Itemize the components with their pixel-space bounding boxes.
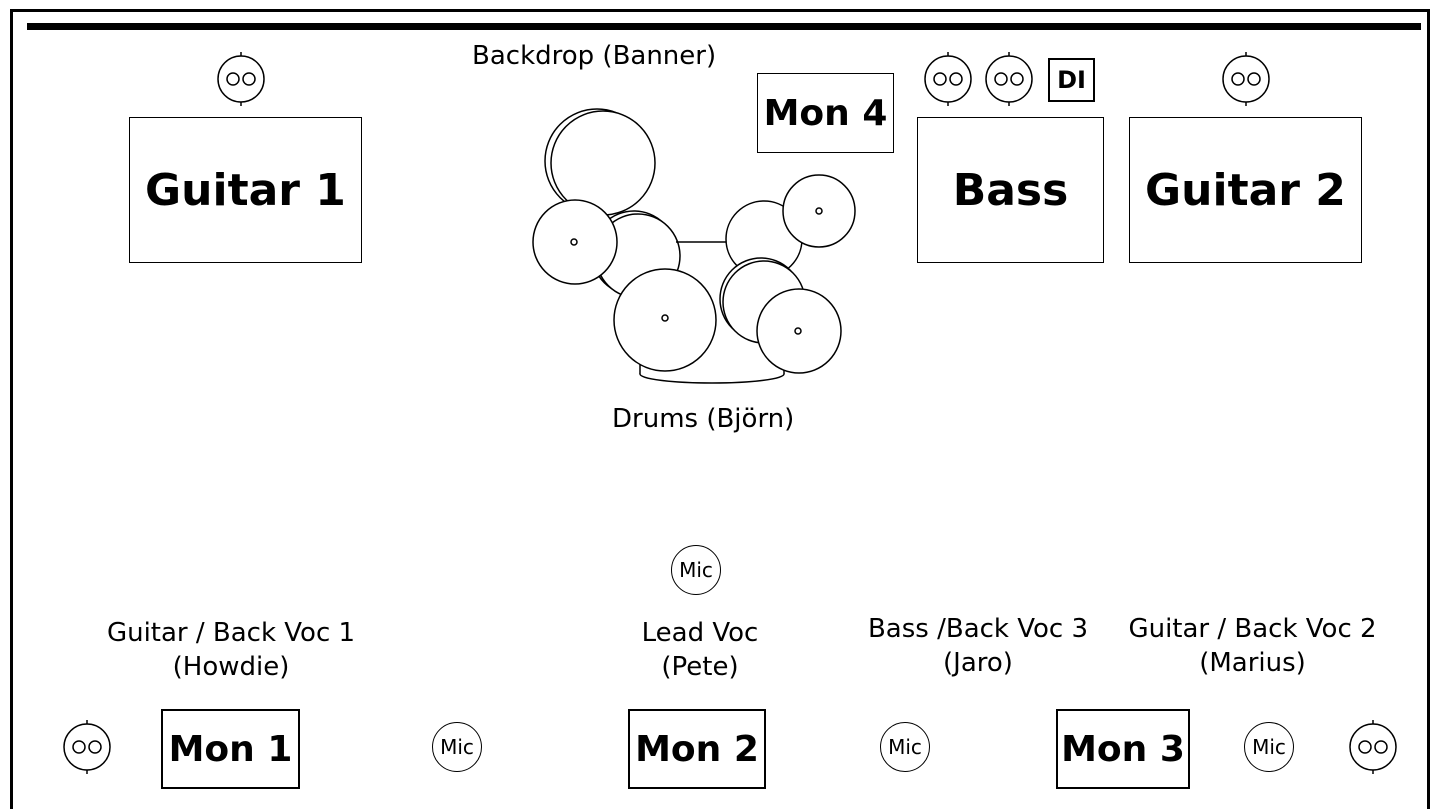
position-jaro-name: (Jaro) [943,648,1013,678]
position-howdie-role: Guitar / Back Voc 1 [106,618,356,648]
power-socket-icon [1222,52,1270,106]
guitar1-amp: Guitar 1 [129,117,362,263]
power-socket-icon [985,52,1033,106]
drums-label: Drums (Björn) [612,404,795,434]
position-jaro-role: Bass /Back Voc 3 [867,614,1089,644]
position-marius-role: Guitar / Back Voc 2 [1128,614,1377,644]
position-howdie-name: (Howdie) [172,652,290,682]
mic-icon: Mic [1244,722,1294,772]
guitar2-amp: Guitar 2 [1129,117,1362,263]
position-jaro: Bass /Back Voc 3 (Jaro) [858,612,1098,680]
position-marius: Guitar / Back Voc 2 (Marius) [1115,612,1390,680]
stage-back-line [27,23,1421,30]
position-pete-role: Lead Voc [641,618,759,648]
mic-icon: Mic [432,722,482,772]
backdrop-label: Backdrop (Banner) [472,41,717,71]
mic-icon: Mic [880,722,930,772]
position-pete: Lead Voc (Pete) [620,616,780,684]
monitor-3: Mon 3 [1056,709,1190,789]
drum-kit-icon [532,108,856,384]
di-box: DI [1048,58,1095,102]
power-socket-icon [63,720,111,774]
stage-frame [10,9,1430,809]
monitor-2: Mon 2 [628,709,766,789]
monitor-4: Mon 4 [757,73,894,153]
bass-amp: Bass [917,117,1104,263]
power-socket-icon [924,52,972,106]
position-pete-name: (Pete) [661,652,739,682]
power-socket-icon [217,52,265,106]
position-marius-name: (Marius) [1199,648,1306,678]
monitor-1: Mon 1 [161,709,300,789]
position-howdie: Guitar / Back Voc 1 (Howdie) [96,616,366,684]
lead-vocal-mic-icon: Mic [671,545,721,595]
power-socket-icon [1349,720,1397,774]
